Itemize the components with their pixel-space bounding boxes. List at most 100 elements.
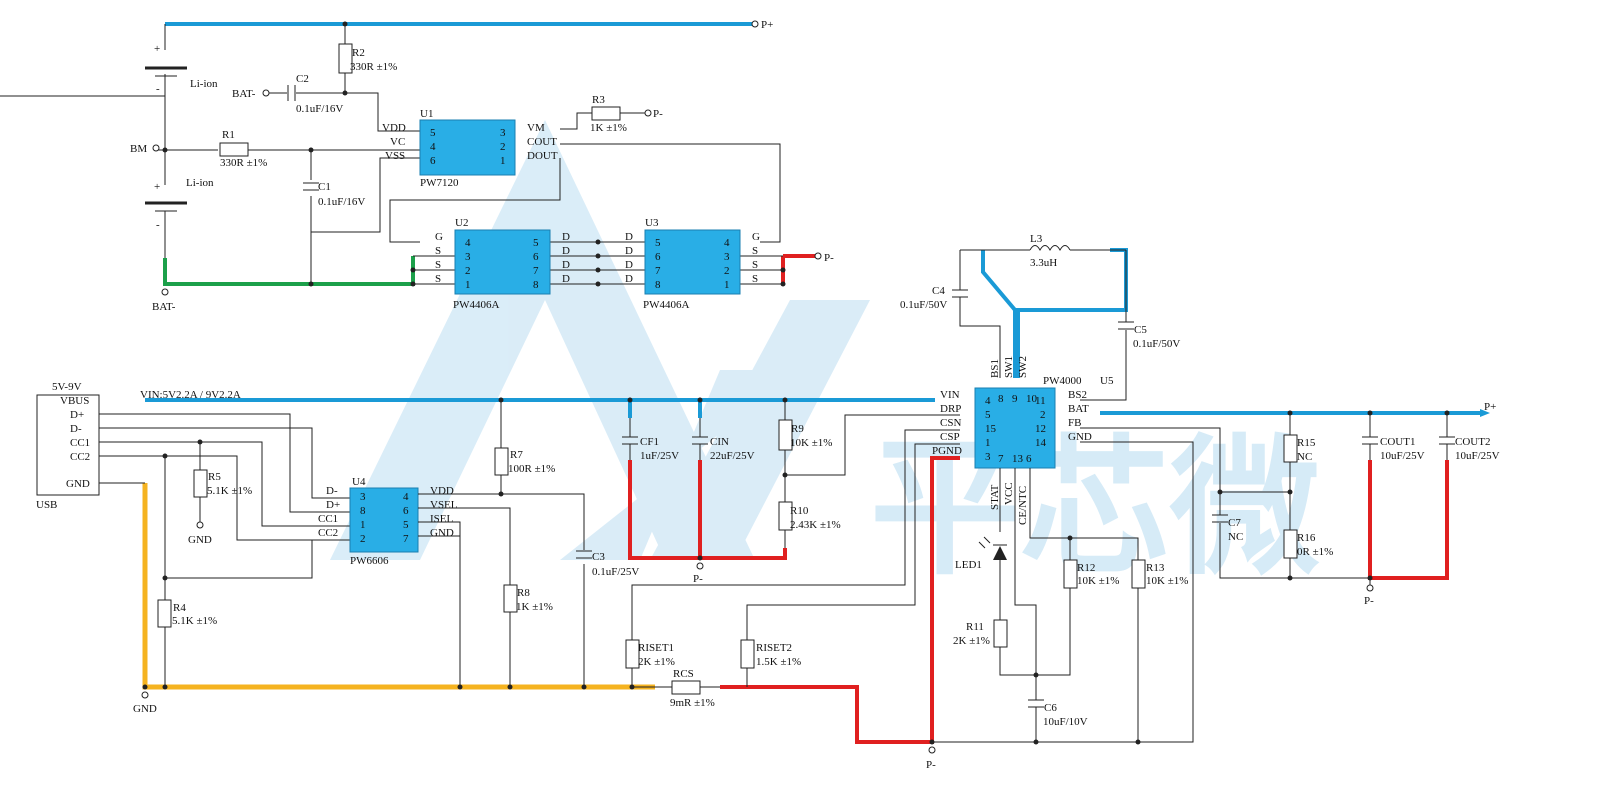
resistor-rcs: RCS 9mR ±1% bbox=[670, 668, 715, 709]
u2-pin-name-l2: S bbox=[435, 245, 441, 257]
u1-part: PW7120 bbox=[420, 177, 459, 189]
resistor-r8: R8 1K ±1% bbox=[503, 584, 553, 613]
u5-pin-num-b3: 6 bbox=[1026, 453, 1032, 465]
u5-pin-name-r1: BS2 bbox=[1068, 389, 1087, 401]
riset1-ref: RISET1 bbox=[638, 642, 674, 654]
wire-u3-source bbox=[740, 255, 783, 285]
u5-pin-num-t3: 10 bbox=[1026, 393, 1038, 405]
resistor-riset2: RISET2 1.5K ±1% bbox=[740, 639, 801, 669]
resistor-r13: R13 10K ±1% bbox=[1131, 559, 1188, 589]
usb-pin-gnd: GND bbox=[66, 478, 90, 490]
r9-value: 10K ±1% bbox=[790, 437, 832, 449]
u5-pin-num-b1: 7 bbox=[998, 453, 1004, 465]
u1-ref: U1 bbox=[420, 108, 433, 120]
c7-value: NC bbox=[1228, 531, 1243, 543]
c7-ref: C7 bbox=[1228, 517, 1241, 529]
u4-pin-num-r4: 7 bbox=[403, 533, 409, 545]
r1-value: 330R ±1% bbox=[220, 157, 267, 169]
capacitor-cout2: COUT2 10uF/25V bbox=[1439, 436, 1500, 462]
resistor-r16: R16 0R ±1% bbox=[1283, 529, 1333, 559]
r15-ref: R15 bbox=[1297, 437, 1316, 449]
r4-value: 5.1K ±1% bbox=[172, 615, 217, 627]
u3-part: PW4406A bbox=[643, 299, 690, 311]
usb-pin-dminus: D- bbox=[70, 423, 82, 435]
u4-pin-num-r1: 4 bbox=[403, 491, 409, 503]
bat-minus-bottom-label: BAT- bbox=[152, 301, 176, 313]
u2-pin-num-r3: 7 bbox=[533, 265, 539, 277]
gnd-r5-label: GND bbox=[188, 534, 212, 546]
r5-ref: R5 bbox=[208, 471, 221, 483]
gnd-bottom-label: GND bbox=[133, 703, 157, 715]
u3-pin-name-r2: S bbox=[752, 245, 758, 257]
input-voltage-label: 5V-9V bbox=[52, 381, 82, 393]
battery-minus-2: - bbox=[156, 219, 160, 231]
u4-pin-name-l2: D+ bbox=[326, 499, 340, 511]
cout1-ref: COUT1 bbox=[1380, 436, 1415, 448]
u2-pin-name-l3: S bbox=[435, 259, 441, 271]
cout2-value: 10uF/25V bbox=[1455, 450, 1500, 462]
u3-pin-name-l1: D bbox=[625, 231, 633, 243]
u4-part: PW6606 bbox=[350, 555, 389, 567]
rcs-value: 9mR ±1% bbox=[670, 697, 715, 709]
usb-pin-cc1: CC1 bbox=[70, 437, 90, 449]
gnd-return-wire bbox=[932, 441, 1194, 743]
u5-pin-num-l1: 4 bbox=[985, 395, 991, 407]
capacitor-cout1: COUT1 10uF/25V bbox=[1362, 436, 1425, 462]
u5-pin-num-t1: 8 bbox=[998, 393, 1004, 405]
r7-ref: R7 bbox=[510, 449, 523, 461]
p-plus-top-label: P+ bbox=[761, 19, 773, 31]
u5-pin-num-b2: 13 bbox=[1012, 453, 1024, 465]
u5-pin-name-l2: DRP bbox=[940, 403, 961, 415]
r9-ref: R9 bbox=[791, 423, 804, 435]
u3-pin-num-l3: 7 bbox=[655, 265, 661, 277]
usb-signal-wires bbox=[99, 413, 350, 541]
c5-value: 0.1uF/50V bbox=[1133, 338, 1180, 350]
u5-pin-name-t2: SW1 bbox=[1003, 356, 1015, 378]
u5-pin-name-l1: VIN bbox=[940, 389, 960, 401]
u2-pin-name-r1: D bbox=[562, 231, 570, 243]
cin-value: 22uF/25V bbox=[710, 450, 755, 462]
r15-value: NC bbox=[1297, 451, 1312, 463]
r10-value: 2.43K ±1% bbox=[790, 519, 841, 531]
c4-ref: C4 bbox=[932, 285, 945, 297]
usb-pin-dplus: D+ bbox=[70, 409, 84, 421]
bm-label: BM bbox=[130, 143, 147, 155]
c5-ref: C5 bbox=[1134, 324, 1147, 336]
u3-pin-num-r2: 3 bbox=[724, 251, 730, 263]
u5-part: PW4000 bbox=[1043, 375, 1082, 387]
vin-net-label: VIN:5V2.2A / 9V2.2A bbox=[140, 389, 241, 401]
u5-pin-num-r2: 2 bbox=[1040, 409, 1046, 421]
u5-pin-name-r3: FB bbox=[1068, 417, 1081, 429]
u5-pin-num-r4: 14 bbox=[1035, 437, 1047, 449]
u3-pin-name-l4: D bbox=[625, 273, 633, 285]
capacitor-c2: BAT- C2 0.1uF/16V bbox=[232, 73, 345, 115]
r5-value: 5.1K ±1% bbox=[207, 485, 252, 497]
u5-pin-name-b1: STAT bbox=[989, 484, 1001, 510]
c4-wire bbox=[959, 249, 1001, 378]
r12-ref: R12 bbox=[1077, 562, 1095, 574]
u2-pin-name-l1: G bbox=[435, 231, 443, 243]
u3-pin-num-r3: 2 bbox=[724, 265, 730, 277]
u5-pin-name-l5: PGND bbox=[932, 445, 962, 457]
u2-pin-num-r2: 6 bbox=[533, 251, 539, 263]
r11-value: 2K ±1% bbox=[953, 635, 990, 647]
u4-pin-num-l4: 2 bbox=[360, 533, 366, 545]
c6-value: 10uF/10V bbox=[1043, 716, 1088, 728]
u3-pin-num-l2: 6 bbox=[655, 251, 661, 263]
r13-value: 10K ±1% bbox=[1146, 575, 1188, 587]
inductor-l3: L3 3.3uH bbox=[983, 233, 1126, 269]
u4-pin-num-l2: 8 bbox=[360, 505, 366, 517]
led1: LED1 bbox=[955, 536, 1007, 571]
u5-pin-num-l5: 3 bbox=[985, 451, 991, 463]
u3-pin-name-r3: S bbox=[752, 259, 758, 271]
u5-pin-num-t2: 9 bbox=[1012, 393, 1018, 405]
resistor-r10: R10 2.43K ±1% bbox=[778, 501, 841, 531]
c1-value: 0.1uF/16V bbox=[318, 196, 365, 208]
c4-value: 0.1uF/50V bbox=[900, 299, 947, 311]
u4-pin-num-r3: 5 bbox=[403, 519, 409, 531]
usb-connector: 5V-9V VBUS D+ D- CC1 CC2 GND USB bbox=[36, 381, 100, 511]
u3-pin-name-l2: D bbox=[625, 245, 633, 257]
u4-pin-name-r3: ISEL bbox=[430, 513, 454, 525]
ic-u5: PW4000 U5 VIN DRP CSN CSP PGND 4 5 15 1 … bbox=[932, 375, 1114, 469]
r10-ref: R10 bbox=[790, 505, 809, 517]
